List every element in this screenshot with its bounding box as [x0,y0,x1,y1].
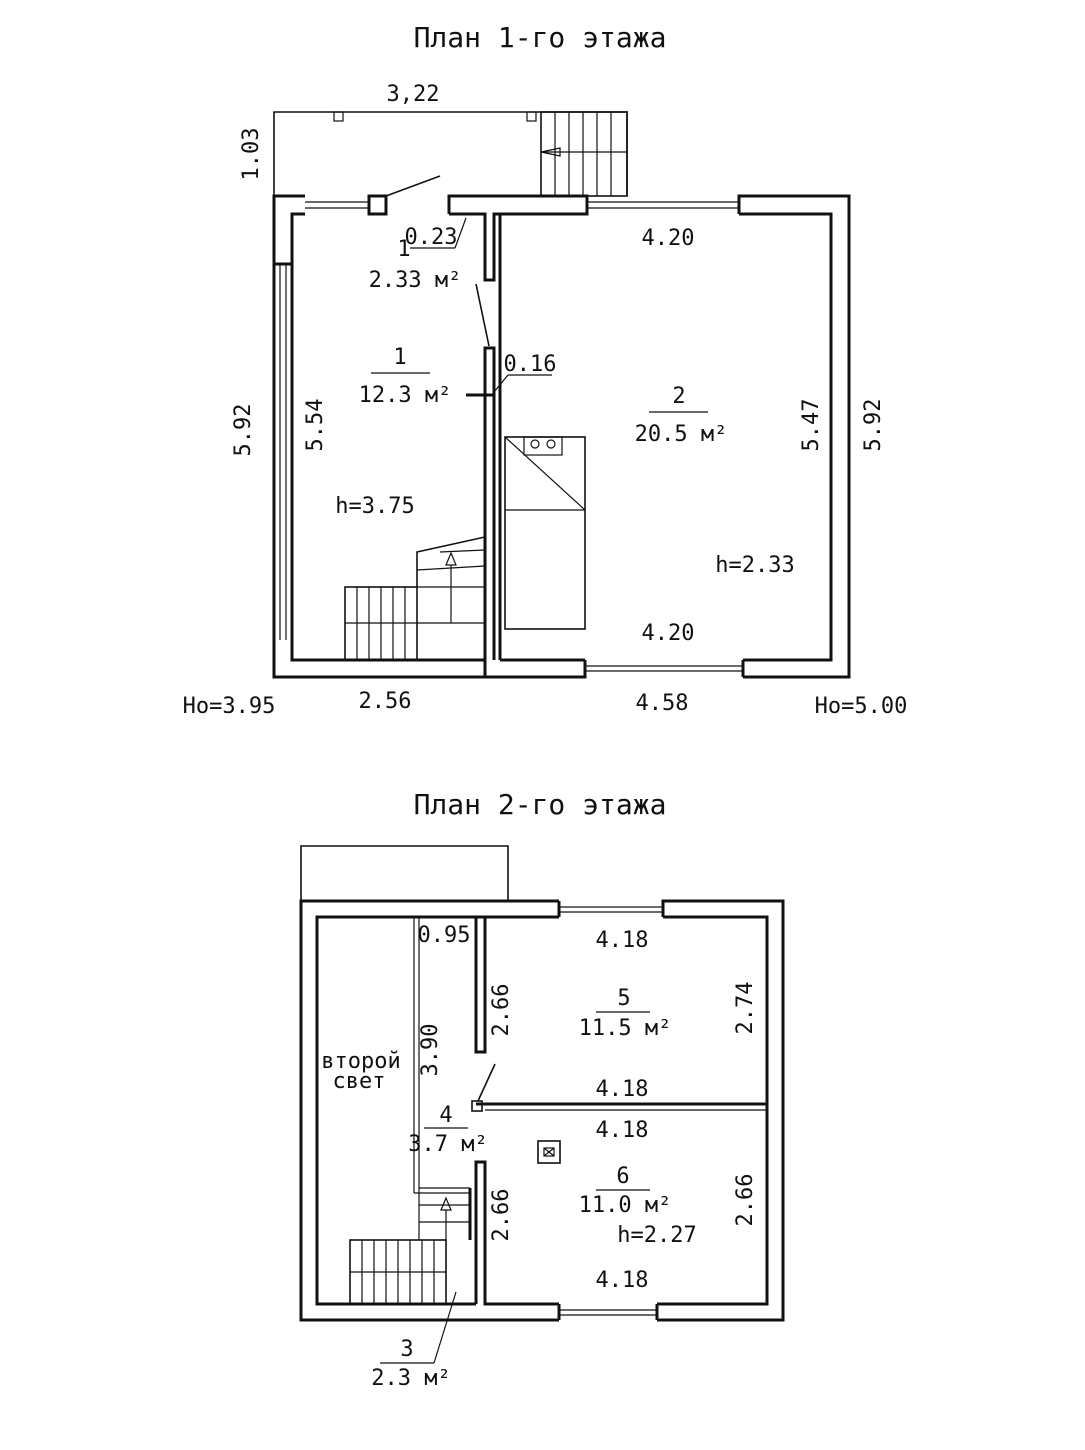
dim-room6-left: 2.66 [489,1189,514,1242]
dim-wall-gap: 0.16 [504,352,557,377]
ventilation-shaft [537,1140,561,1164]
dim-room6-top: 4.18 [596,1118,649,1143]
plan2-title: План 2-го этажа [414,788,667,821]
room-living-area: 20.5 м² [635,422,728,447]
dim-room5-top: 4.18 [596,928,649,953]
dim-room5-left: 2.66 [489,984,514,1037]
plan1-staircase [344,536,486,661]
dim-room6-bottom: 4.18 [596,1268,649,1293]
room-living-number: 2 [672,384,685,409]
dim-bottom-left: 2.56 [359,689,412,714]
room-corridor-number: 4 [439,1103,452,1128]
dim-outer-left: 5.92 [231,404,256,457]
dim-room1-left: 5.54 [303,399,328,452]
room-corridor-area: 3.7 м² [408,1132,487,1157]
elevation-left: Ho=3.95 [183,694,276,719]
plan2-staircase [349,1193,470,1305]
dim-door-gap: 0.23 [405,225,458,250]
room-hall-number: 1 [393,345,406,370]
upper-projection [300,845,509,901]
elevation-right: Ho=5.00 [815,694,908,719]
dim-corridor-top: 0.95 [418,923,471,948]
dim-room2-bottom: 4.20 [642,621,695,646]
room-stair-number: 3 [400,1337,413,1362]
void-label-line2: свет [333,1069,386,1094]
dim-room5-bottom: 4.18 [596,1077,649,1102]
dim-outer-right: 5.92 [861,399,886,452]
dim-bottom-right: 4.58 [636,691,689,716]
porch-stairs [540,111,628,197]
dim-porch-left: 1.03 [239,128,264,181]
dim-room6-right: 2.66 [733,1174,758,1227]
room6-number: 6 [616,1164,629,1189]
porch-outline [273,111,628,196]
room-hall-area: 12.3 м² [359,383,452,408]
plan1-title: План 1-го этажа [414,21,667,54]
room6-area: 11.0 м² [579,1193,672,1218]
room-hall-height: h=3.75 [335,494,414,519]
room-living-height: h=2.33 [715,553,794,578]
dim-room2-right: 5.47 [799,399,824,452]
dim-corridor-length: 3.90 [418,1024,443,1077]
kitchen-counter [504,436,586,630]
plan2-walls [299,899,785,1322]
room-stair-area: 2.3 м² [371,1366,450,1391]
plan1-outer-walls [272,175,851,679]
room-vestibule-area: 2.33 м² [369,268,462,293]
dim-porch-top: 3,22 [387,82,440,107]
dim-room2-top: 4.20 [642,226,695,251]
room-vestibule-number: 1 [397,237,410,262]
room5-number: 5 [617,986,630,1011]
dim-room5-right: 2.74 [733,982,758,1035]
room6-height: h=2.27 [617,1223,696,1248]
void-label-line1: второй [321,1049,400,1074]
room5-area: 11.5 м² [579,1016,672,1041]
